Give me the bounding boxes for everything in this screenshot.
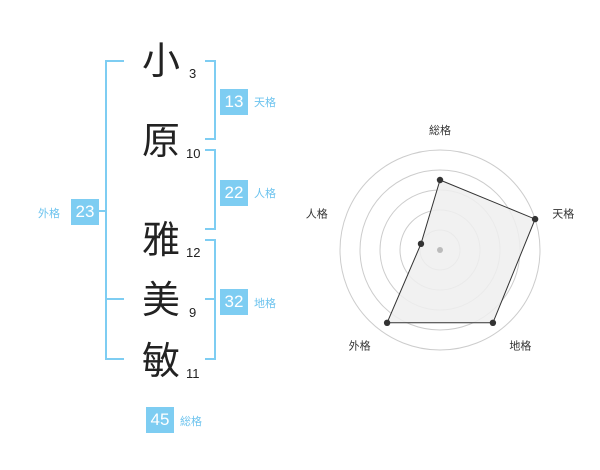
- gaikaku-label: 外格: [38, 207, 60, 220]
- radar-label-1: 総格: [429, 123, 451, 137]
- radar-label-4: 外格: [349, 338, 371, 352]
- radar-point-4: [383, 319, 391, 327]
- radar-grid-ring: [339, 149, 541, 351]
- tenkaku-bracket: [205, 60, 216, 140]
- chikaku-value: 32: [220, 289, 248, 315]
- chikaku-label: 地格: [254, 297, 276, 310]
- tenkaku-value: 13: [220, 89, 248, 115]
- radar-point-2: [531, 215, 539, 223]
- jinkaku-label: 人格: [254, 187, 276, 200]
- gaikaku-value: 23: [71, 199, 99, 225]
- stroke-count-2: 10: [186, 146, 201, 161]
- name-char-5: 敏: [141, 339, 180, 383]
- jinkaku-bracket: [205, 149, 216, 230]
- radar-label-5: 人格: [306, 207, 328, 221]
- radar-center-point: [437, 247, 443, 253]
- tenkaku-label: 天格: [254, 96, 276, 109]
- radar-label-2: 天格: [552, 207, 574, 221]
- stroke-count-1: 3: [189, 66, 197, 81]
- radar-point-5: [417, 240, 425, 248]
- radar-area: [386, 179, 536, 324]
- name-char-4: 美: [141, 278, 180, 322]
- soukaku-label: 総格: [180, 415, 202, 428]
- name-char-2: 原: [141, 119, 180, 163]
- stroke-count-5: 11: [186, 366, 200, 381]
- radar-label-3: 地格: [509, 338, 531, 352]
- soukaku-value: 45: [146, 407, 174, 433]
- name-char-3: 雅: [141, 218, 180, 262]
- name-char-1: 小: [141, 39, 180, 83]
- jinkaku-value: 22: [220, 180, 248, 206]
- radar-point-3: [489, 319, 497, 327]
- stroke-count-3: 12: [186, 245, 201, 260]
- radar-point-1: [436, 176, 444, 184]
- stroke-count-4: 9: [189, 305, 197, 320]
